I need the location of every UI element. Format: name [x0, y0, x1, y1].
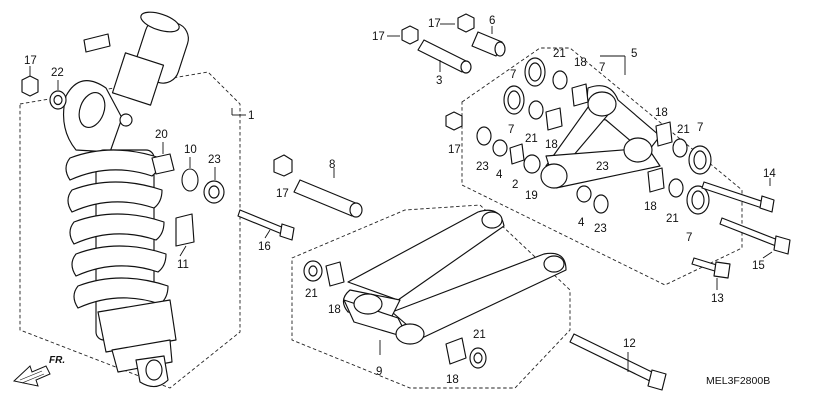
part-17-nut-c — [401, 25, 419, 45]
part-label-sticker — [83, 33, 111, 53]
part-23-seal-c — [593, 194, 609, 214]
callout-17d: 17 — [448, 144, 461, 156]
part-21-seal-f — [668, 178, 684, 198]
callout-7b: 7 — [508, 124, 514, 136]
part-14-bolt — [701, 181, 775, 213]
diagram-code: MEL3F2800B — [706, 375, 770, 387]
part-21-seal-d — [528, 100, 544, 120]
part-23-seal — [203, 180, 225, 204]
part-18-bearing-e — [655, 121, 673, 147]
callout-10: 10 — [184, 144, 197, 156]
shock-absorber-frame — [19, 71, 241, 389]
part-5-cushion-arm — [540, 85, 661, 189]
part-18-bearing-c — [571, 83, 589, 107]
callout-9: 9 — [376, 366, 382, 378]
part-18-bearing-d — [545, 107, 563, 131]
rear-shock-absorber — [63, 11, 189, 388]
callout-18f: 18 — [446, 374, 459, 386]
callout-21f: 21 — [473, 329, 486, 341]
callout-18d: 18 — [644, 201, 657, 213]
part-10-circlip — [181, 168, 199, 192]
part-21-seal-b — [469, 347, 487, 369]
callout-6: 6 — [489, 15, 495, 27]
part-8-collar — [293, 179, 363, 218]
part-17-nut-e — [445, 111, 463, 131]
callout-23c: 23 — [594, 223, 607, 235]
part-23-seal-b — [476, 126, 492, 146]
callout-23d: 23 — [596, 161, 609, 173]
callout-17e: 17 — [276, 188, 289, 200]
callout-18b: 18 — [545, 139, 558, 151]
part-13-bolt — [691, 257, 731, 279]
callouts: 1 2 3 4 4 5 6 7 7 7 7 7 8 9 10 11 12 13 … — [24, 15, 776, 386]
callout-23b: 23 — [476, 161, 489, 173]
part-17-nut — [21, 75, 39, 97]
part-21-seal-a — [303, 260, 323, 282]
part-20-bushing — [151, 153, 175, 175]
callout-3: 3 — [436, 75, 442, 87]
callout-7c: 7 — [697, 122, 703, 134]
callout-11: 11 — [177, 259, 189, 271]
part-18-bearing-a — [325, 261, 345, 287]
callout-8: 8 — [329, 159, 335, 171]
part-12-bolt — [569, 333, 667, 391]
callout-5: 5 — [631, 48, 637, 60]
callout-18e: 18 — [328, 304, 341, 316]
callout-12: 12 — [623, 338, 636, 350]
callout-18c: 18 — [655, 107, 668, 119]
part-15-bolt — [719, 217, 791, 255]
callout-16: 16 — [258, 241, 271, 253]
direction-label: FR. — [49, 355, 65, 366]
part-2-collar — [509, 143, 525, 165]
part-21-seal-e — [672, 138, 688, 158]
callout-19: 19 — [525, 190, 538, 202]
part-4-collar-b — [576, 185, 592, 203]
part-7-dust-seal-b — [503, 85, 525, 115]
callout-4a: 4 — [496, 169, 503, 181]
callout-1: 1 — [248, 110, 254, 122]
part-22-collar — [49, 90, 67, 110]
part-17-nut-d — [457, 13, 475, 33]
callout-21c: 21 — [677, 124, 690, 136]
callout-14: 14 — [763, 168, 776, 180]
fr-arrow-icon — [12, 365, 51, 387]
callout-2: 2 — [512, 179, 518, 191]
callout-22: 22 — [51, 67, 64, 79]
callout-23a: 23 — [208, 154, 221, 166]
cushion-connecting-rod-frame — [291, 204, 571, 389]
part-7-dust-seal-a — [524, 57, 546, 87]
callout-21a: 21 — [553, 48, 566, 60]
callout-20: 20 — [155, 129, 168, 141]
part-4-collar-a — [492, 139, 508, 157]
callout-7a: 7 — [510, 69, 516, 81]
callout-17b: 17 — [372, 31, 385, 43]
part-6-collar — [471, 31, 506, 57]
callout-17c: 17 — [428, 18, 441, 30]
callout-18a: 18 — [574, 57, 587, 69]
part-18-bearing-b — [445, 337, 467, 365]
leader-lines — [29, 23, 773, 372]
callout-7d: 7 — [686, 232, 692, 244]
callout-13: 13 — [711, 293, 724, 305]
callout-7e: 7 — [599, 62, 605, 74]
part-11-label-sticker — [175, 213, 195, 247]
part-3-collar — [417, 39, 472, 74]
callout-21d: 21 — [666, 213, 679, 225]
callout-21b: 21 — [525, 133, 538, 145]
callout-4b: 4 — [578, 217, 585, 229]
part-19-bolt — [523, 154, 541, 174]
part-17-nut-b — [273, 154, 293, 177]
callout-15: 15 — [752, 260, 765, 272]
callout-17a: 17 — [24, 55, 37, 67]
cushion-arm-frame — [461, 47, 743, 286]
part-21-seal-c — [552, 70, 568, 90]
part-18-bearing-f — [647, 167, 665, 193]
part-7-dust-seal-d — [686, 185, 710, 215]
part-7-dust-seal-c — [688, 145, 712, 175]
part-9-connecting-rod — [342, 209, 567, 345]
part-16-bolt — [237, 209, 295, 241]
callout-21e: 21 — [305, 288, 318, 300]
